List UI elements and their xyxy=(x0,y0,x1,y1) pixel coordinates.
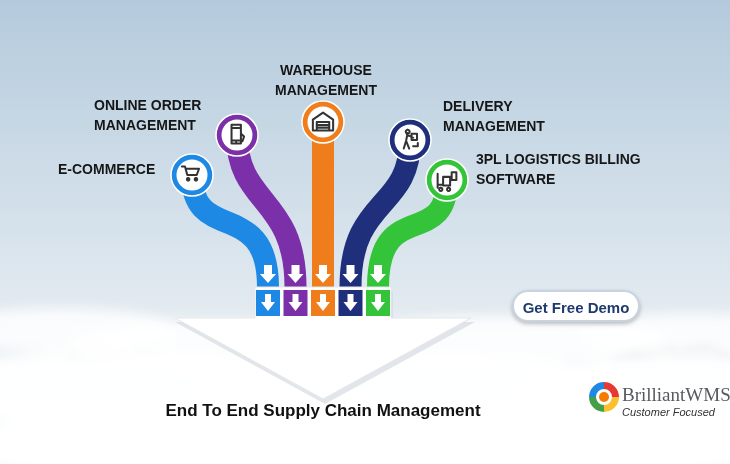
logo-swirl xyxy=(589,382,619,412)
node-label: 3PL LOGISTICS BILLING SOFTWARE xyxy=(476,149,658,189)
node-outline xyxy=(388,118,432,162)
node-circle: WAREHOUSE MANAGEMENT xyxy=(301,100,345,144)
summary-arrow: End To End Supply Chain Management xyxy=(158,287,488,425)
node-icon xyxy=(404,130,418,149)
node-icon xyxy=(232,125,244,144)
node-outline xyxy=(425,158,469,202)
node-circle: ONLINE ORDER MANAGEMENT xyxy=(215,113,259,157)
demo-button: Get Free Demo xyxy=(512,290,640,322)
node-circle: E-COMMERCE xyxy=(170,153,214,197)
node-label: E-COMMERCE xyxy=(58,159,164,179)
node-outline xyxy=(301,100,345,144)
node-label: WAREHOUSE MANAGEMENT xyxy=(274,60,378,100)
node-icon xyxy=(182,166,199,180)
node-label: End To End Supply Chain Management xyxy=(158,400,488,421)
node-icon xyxy=(438,172,457,191)
node-icon xyxy=(313,113,333,131)
node-outline xyxy=(170,153,214,197)
node-label: ONLINE ORDER MANAGEMENT xyxy=(94,95,212,135)
logo-tagline: Customer Focused xyxy=(622,406,715,419)
node-circle: DELIVERY MANAGEMENT xyxy=(388,118,432,162)
logo-wordmark: BrilliantWMS xyxy=(622,384,730,405)
node-circle: 3PL LOGISTICS BILLING SOFTWARE xyxy=(425,158,469,202)
flow-band xyxy=(315,122,331,287)
node-outline xyxy=(215,113,259,157)
flow-band xyxy=(237,135,304,287)
node-label: Get Free Demo xyxy=(514,298,638,317)
node-label: DELIVERY MANAGEMENT xyxy=(443,96,561,136)
